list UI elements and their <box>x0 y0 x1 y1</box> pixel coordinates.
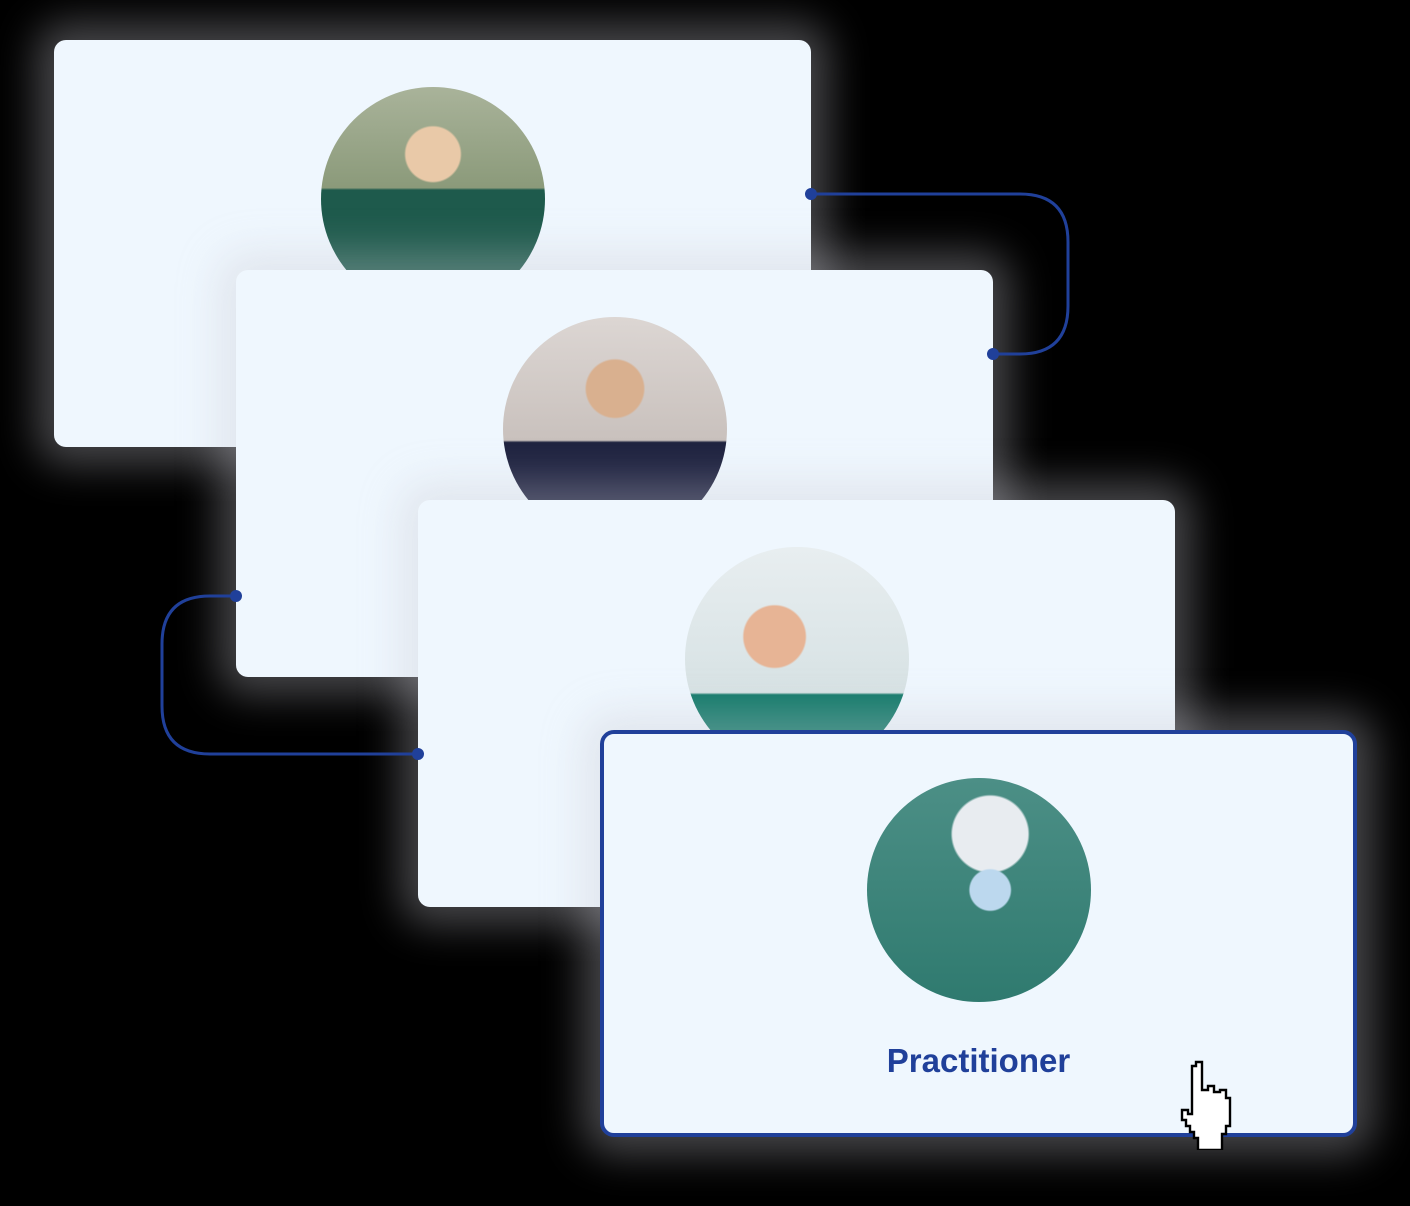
pointer-hand-icon <box>1180 1060 1232 1150</box>
profile-card-practitioner[interactable]: Practitioner <box>600 730 1357 1137</box>
avatar-surgeon <box>867 778 1091 1002</box>
practitioner-label: Practitioner <box>886 1042 1071 1079</box>
